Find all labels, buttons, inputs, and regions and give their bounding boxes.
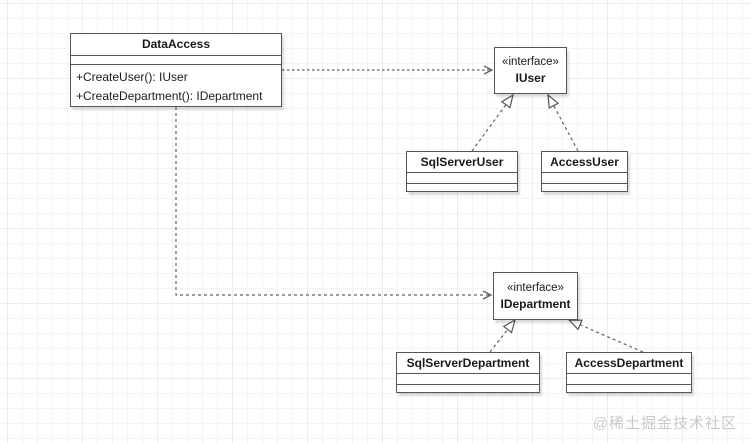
interface-iuser-name: IUser (515, 71, 546, 85)
class-accessuser-attributes-section (542, 172, 627, 183)
class-accessdepartment-name: AccessDepartment (574, 356, 684, 370)
interface-iuser-stereotype: «interface» (502, 56, 559, 68)
class-sqlserveruser-attributes-section (407, 172, 517, 183)
class-dataaccess: DataAccess +CreateUser(): IUser +CreateD… (70, 33, 282, 107)
realization-arrow-accessuser-iuser (547, 93, 579, 152)
realization-arrow-sqlserverdepartment-idepartment (489, 318, 516, 353)
class-sqlserverdepartment-methods-section (397, 384, 539, 392)
class-dataaccess-name: DataAccess (141, 37, 211, 51)
class-sqlserveruser: SqlServerUser (406, 151, 518, 192)
class-dataaccess-attributes-section (71, 55, 281, 64)
realization-arrow-accessdepartment-idepartment (567, 319, 644, 353)
interface-idepartment-name: IDepartment (500, 296, 571, 311)
class-accessdepartment: AccessDepartment (566, 352, 692, 393)
class-sqlserverdepartment: SqlServerDepartment (396, 352, 540, 393)
class-accessuser-methods-section (542, 183, 627, 191)
method-create-department: +CreateDepartment(): IDepartment (76, 89, 263, 103)
class-dataaccess-methods-section: +CreateUser(): IUser +CreateDepartment()… (71, 64, 281, 106)
class-accessuser: AccessUser (541, 151, 628, 192)
class-sqlserverdepartment-name: SqlServerDepartment (406, 356, 530, 370)
realization-arrow-sqlserveruser-iuser (471, 93, 514, 152)
interface-idepartment-stereotype: «interface» (507, 281, 564, 294)
class-sqlserveruser-methods-section (407, 183, 517, 191)
class-accessdepartment-methods-section (567, 384, 691, 392)
watermark: @稀土掘金技术社区 (592, 415, 737, 432)
class-accessuser-name: AccessUser (550, 155, 619, 169)
interface-iuser: «interface» IUser (494, 47, 567, 94)
dependency-arrow-dataaccess-idepartment (175, 107, 493, 300)
class-sqlserveruser-name: SqlServerUser (420, 155, 504, 169)
class-accessdepartment-attributes-section (567, 373, 691, 384)
interface-idepartment: «interface» IDepartment (493, 272, 578, 320)
class-sqlserverdepartment-attributes-section (397, 373, 539, 384)
method-create-user: +CreateUser(): IUser (76, 70, 188, 84)
